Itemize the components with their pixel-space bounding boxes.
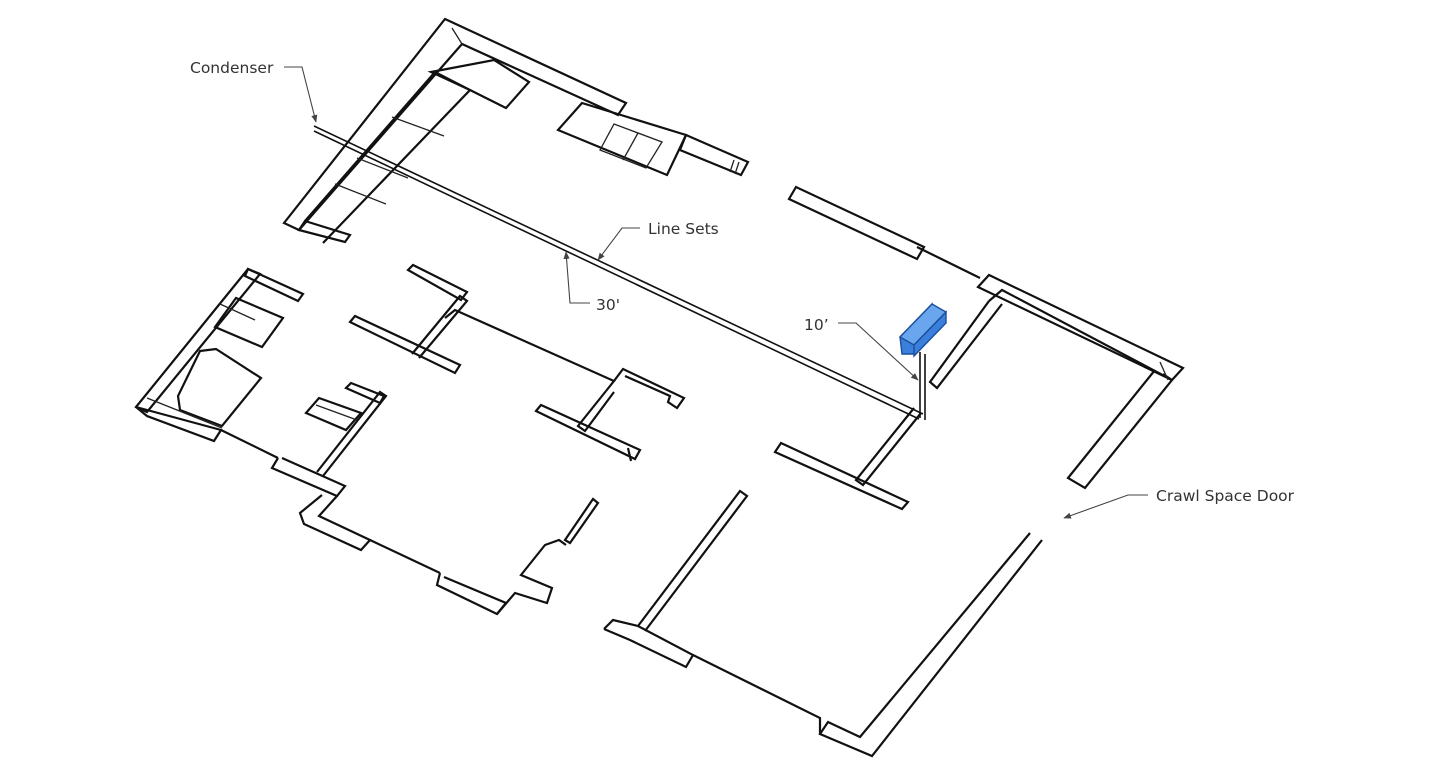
line-sets [313,125,926,420]
lower-left-room [134,267,600,616]
air-handler-unit [898,302,948,358]
line-sets-callout: Line Sets [597,220,719,261]
crawl-space-door-label: Crawl Space Door [1156,487,1295,505]
length-10-label: 10’ [804,316,829,334]
length-30-callout: 30' [563,251,620,314]
upper-right-wall [787,185,981,279]
condenser-label: Condenser [190,59,274,77]
line-sets-label: Line Sets [648,220,719,238]
length-30-label: 30' [596,296,620,314]
length-10-callout: 10’ [804,316,919,381]
condenser-callout: Condenser [190,59,318,123]
right-room [603,273,1185,758]
crawl-space-door-callout: Crawl Space Door [1063,487,1295,519]
middle-walls [348,263,686,462]
kitchen-wing [282,17,750,244]
